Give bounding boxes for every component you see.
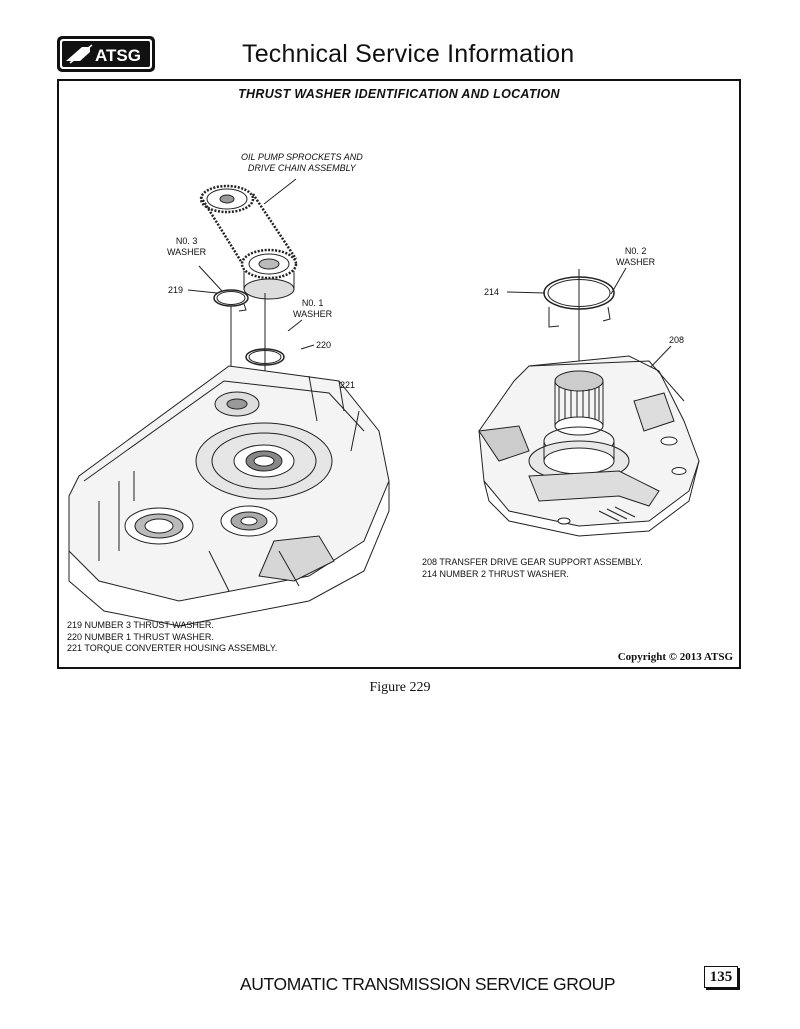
callout-no1-line1: N0. 1 <box>301 298 324 308</box>
legend-item-219: 219 NUMBER 3 THRUST WASHER. <box>67 620 214 630</box>
callout-ref-221: 221 <box>340 380 356 390</box>
callout-ref-208: 208 <box>669 335 685 345</box>
legend-item-221: 221 TORQUE CONVERTER HOUSING ASSEMBLY. <box>67 643 278 653</box>
legend-item-220: 220 NUMBER 1 THRUST WASHER. <box>67 631 214 642</box>
callout-ref-220: 220 <box>316 340 332 350</box>
figure-caption: Figure 229 <box>369 680 431 695</box>
callout-no1-washer: N0. 1 WASHER <box>293 298 332 320</box>
legend-item-214: 214 NUMBER 2 THRUST WASHER. <box>422 568 569 579</box>
atsg-logo: ATSG <box>57 36 155 72</box>
legend-item-208: 208 TRANSFER DRIVE GEAR SUPPORT ASSEMBLY… <box>422 557 643 567</box>
legend-right: 208 TRANSFER DRIVE GEAR SUPPORT ASSEMBLY… <box>422 557 643 580</box>
sprocket-chain-drawing <box>199 184 298 300</box>
callout-no2-line2: WASHER <box>616 257 656 267</box>
callout-oil-pump: OIL PUMP SPROCKETS AND DRIVE CHAIN ASSEM… <box>241 152 363 174</box>
document-title: Technical Service Information <box>242 40 575 68</box>
callout-no3-line1: N0. 3 <box>175 236 198 246</box>
page-number: 135 <box>704 966 738 988</box>
callout-ref-219: 219 <box>168 285 184 295</box>
exploded-view-illustration <box>68 178 700 627</box>
callout-no2-line1: N0. 2 <box>624 246 647 256</box>
callout-ref-214: 214 <box>484 287 500 297</box>
callout-no1-line2: WASHER <box>293 309 333 319</box>
figure-frame: THRUST WASHER IDENTIFICATION AND LOCATIO… <box>57 79 741 669</box>
callout-no3-washer: N0. 3 WASHER <box>167 236 206 258</box>
callout-no2-washer: N0. 2 WASHER <box>616 246 655 268</box>
callout-oil-pump-line2: DRIVE CHAIN ASSEMBLY <box>247 163 356 173</box>
logo-text: ATSG <box>95 46 141 65</box>
footer-text: AUTOMATIC TRANSMISSION SERVICE GROUP <box>240 974 616 994</box>
callout-no3-line2: WASHER <box>167 247 207 257</box>
copyright-notice: Copyright © 2013 ATSG <box>617 651 733 663</box>
figure-heading: THRUST WASHER IDENTIFICATION AND LOCATIO… <box>238 87 560 101</box>
gear-support-drawing <box>478 355 700 537</box>
converter-housing-drawing <box>68 365 390 627</box>
callout-oil-pump-line1: OIL PUMP SPROCKETS AND <box>241 152 363 162</box>
legend-left: 219 NUMBER 3 THRUST WASHER. 220 NUMBER 1… <box>67 620 277 655</box>
